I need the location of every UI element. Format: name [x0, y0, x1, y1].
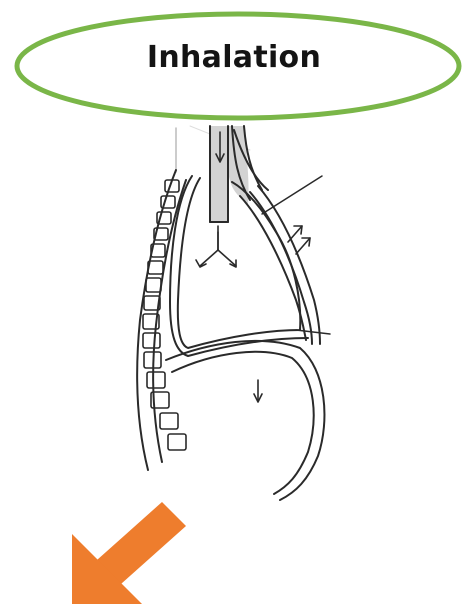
diaphragm-icon [166, 341, 324, 500]
lung-icon [170, 176, 308, 356]
chest-wall [234, 130, 320, 344]
arrow-down-left-icon [72, 502, 186, 604]
trachea-icon [196, 126, 262, 267]
diaphragm-down-arrow-icon [254, 380, 262, 402]
vertebrae-icon [143, 180, 186, 450]
branch-arrows-icon [196, 226, 236, 267]
